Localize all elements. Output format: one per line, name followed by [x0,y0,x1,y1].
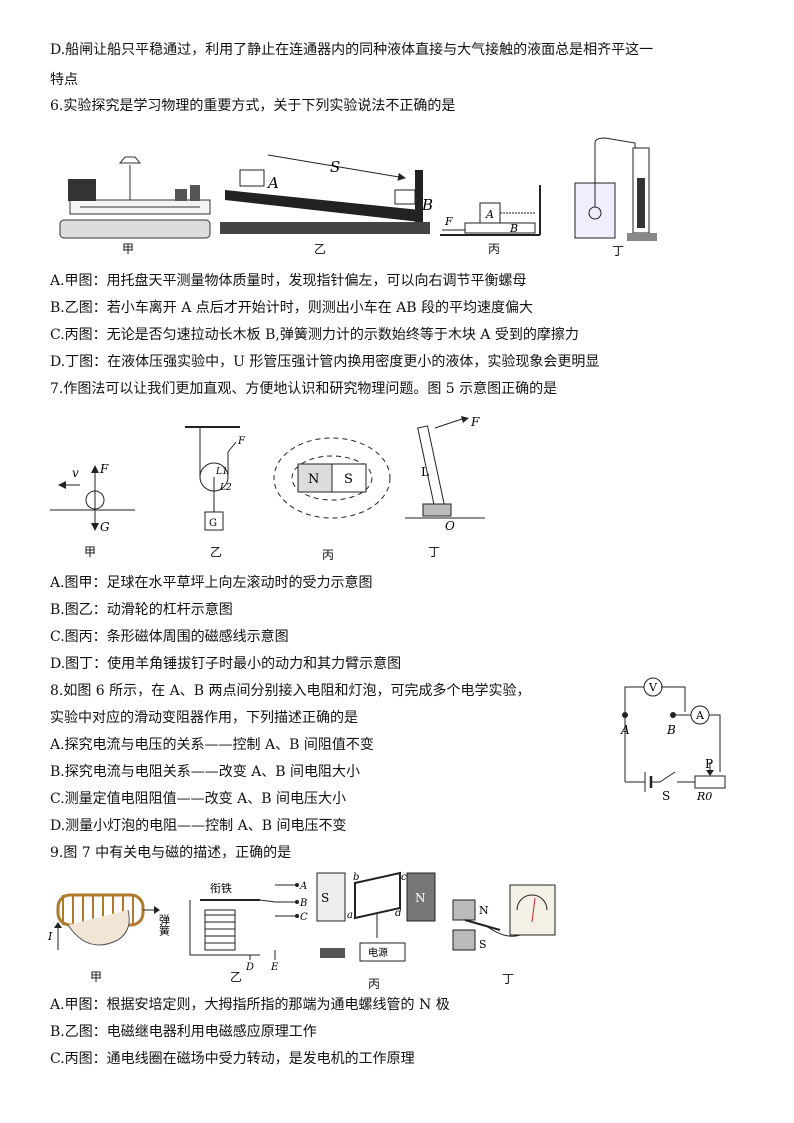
q7-label-pulley-f: F [237,436,246,447]
q9-fig-generator: N S [452,884,556,951]
q8-option-d: D.测量小灯泡的电阻——控制 A、B 间电压不变 [50,818,347,834]
q9-option-c: C.丙图：通电线圈在磁场中受力转动，是发电机的工作原理 [50,1051,415,1067]
q9-fig-motor: S N b c a d 电源 [316,871,436,962]
q7-fig-pulley: L1 L2 F G [185,426,246,531]
q8-label-b: B [666,723,676,737]
q6-caption-yi: 乙 [314,242,327,256]
q8-label-ammeter: A [695,709,705,722]
q8-stem-line2: 实验中对应的滑动变阻器作用，下列描述正确的是 [50,710,358,726]
q9-label-s: S [321,891,329,905]
q7-caption-yi: 乙 [210,545,223,559]
q8-label-p: P [705,757,713,771]
q9-label-a-coil: a [347,910,353,921]
q7-stem: 7.作图法可以让我们更加直观、方便地认识和研究物理问题。图 5 示意图正确的是 [50,381,558,397]
q9-fig-relay: 衔铁 弹簧 A B C D E [158,881,309,973]
q6-label-b: B [421,196,433,214]
q8-fig-circuit: V A A B P S R0 [620,677,726,803]
q8-label-r0: R0 [696,790,712,803]
q7-label-o: O [445,519,455,533]
q7-label-hammer-f: F [470,415,480,429]
q8-label-a: A [620,723,630,737]
q6-stem: 6.实验探究是学习物理的重要方式，关于下列实验说法不正确的是 [50,98,456,114]
q6-fig-incline: A S B [220,154,433,234]
q8-label-s: S [662,789,670,803]
q7-fig-hammer: L F O [405,415,485,533]
q9-label-d: D [245,962,254,973]
q9-stem: 9.图 7 中有关电与磁的描述，正确的是 [50,845,292,861]
q7-caption-ding: 丁 [428,545,441,559]
q7-fig-ball: v F G [50,462,135,534]
q7-label-l: L [421,465,429,479]
q7-label-f: F [99,462,109,476]
q8-option-c: C.测量定值电阻阻值——改变 A、B 间电压大小 [50,791,346,807]
q6-fig-balance [59,156,211,239]
q9-label-gen-n: N [479,904,489,917]
q7-caption-jia: 甲 [84,545,97,559]
q7-option-d: D.图丁：使用羊角锤拔钉子时最小的动力和其力臂示意图 [50,656,402,672]
q9-caption-ding: 丁 [502,972,515,986]
q7-label-s: S [344,472,353,487]
q6-label-s: S [330,158,340,176]
q6-caption-ding: 丁 [612,244,625,258]
q5-option-d-line2: 特点 [50,72,78,88]
q6-option-b: B.乙图：若小车离开 A 点后才开始计时，则测出小车在 AB 段的平均速度偏大 [50,300,534,316]
q7-option-c: C.图丙：条形磁体周围的磁感线示意图 [50,629,289,645]
q8-label-voltmeter: V [648,681,658,694]
q6-option-a: A.甲图：用托盘天平测量物体质量时，发现指针偏左，可以向右调节平衡螺母 [50,273,527,289]
q7-caption-bing: 丙 [322,548,335,562]
q6-fig-pressure-gauge [574,137,657,241]
q9-label-b-coil: b [353,872,359,883]
q9-label-n: N [415,891,426,905]
q9-caption-yi: 乙 [230,970,243,984]
q7-label-weight-g: G [209,518,217,529]
q7-label-l2: L2 [219,483,232,493]
q6-option-d: D.丁图：在液体压强实验中，U 形管压强计管内换用密度更小的液体，实验现象会更明… [50,354,600,370]
q9-option-b: B.乙图：电磁继电器利用电磁感应原理工作 [50,1024,317,1040]
q6-fig-friction: A B F [440,185,541,236]
q9-caption-jia: 甲 [90,970,103,984]
q7-option-b: B.图乙：动滑轮的杠杆示意图 [50,602,233,618]
q9-label-b: B [299,898,307,909]
q6-option-c: C.丙图：无论是否匀速拉动长木板 B,弹簧测力计的示数始终等于木块 A 受到的摩… [50,327,579,343]
q9-caption-bing: 丙 [368,977,381,991]
q9-label-i: I [47,930,53,943]
q9-label-c: C [300,912,308,923]
q6-label-block-a: A [485,208,494,221]
q9-label-armature: 衔铁 [210,882,232,895]
q9-label-a: A [299,881,307,892]
q8-option-b: B.探究电流与电阻关系——改变 A、B 间电阻大小 [50,764,361,780]
q6-label-f: F [444,215,453,228]
q5-option-d-line1: D.船闸让船只平稳通过，利用了静止在连通器内的同种液体直接与大气接触的液面总是相… [50,42,654,58]
q6-caption-bing: 丙 [488,242,501,256]
q9-label-d-coil: d [395,908,401,919]
q7-label-v: v [72,466,79,480]
q9-option-a: A.甲图：根据安培定则，大拇指所指的那端为通电螺线管的 N 极 [50,997,450,1013]
q9-label-c-coil: c [401,872,407,883]
q6-label-a: A [266,174,279,192]
q7-label-l1: L1 [215,467,228,477]
q7-fig-bar-magnet: N S [273,437,391,519]
q9-label-e: E [270,962,279,973]
q9-fig-solenoid-hand: I [47,893,160,950]
q9-label-power: 电源 [368,946,388,959]
q8-stem-line1: 8.如图 6 所示，在 A、B 两点间分别接入电阻和灯泡，可完成多个电学实验， [50,683,531,699]
q8-option-a: A.探究电流与电压的关系——控制 A、B 间阻值不变 [50,737,374,753]
q9-label-spring: 弹簧 [158,913,171,936]
q6-label-board-b: B [509,222,518,235]
q7-option-a: A.图甲：足球在水平草坪上向左滚动时的受力示意图 [50,575,373,591]
q6-caption-jia: 甲 [122,242,135,256]
q9-label-gen-s: S [479,938,487,951]
q7-label-n: N [308,472,319,487]
q7-label-g: G [100,520,110,534]
